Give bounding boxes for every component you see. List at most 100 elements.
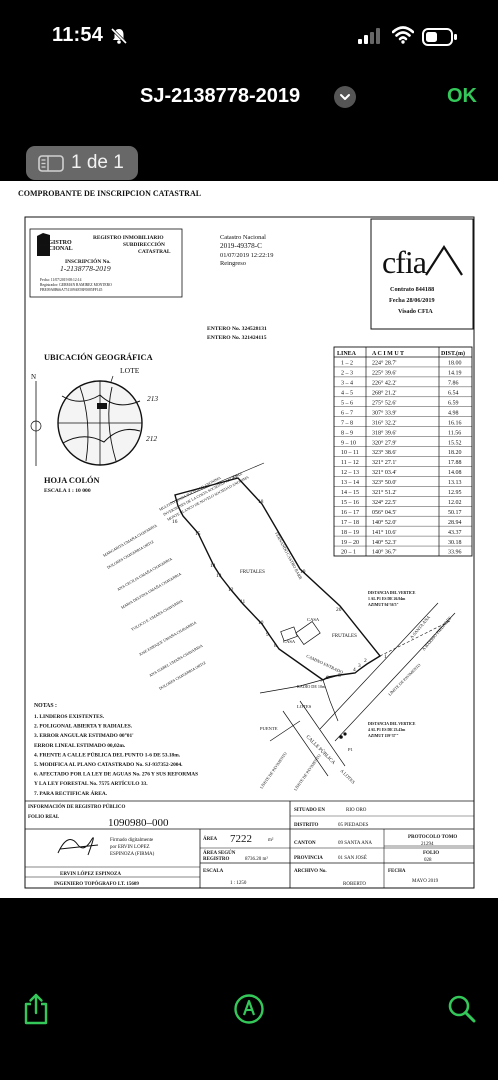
ok-button[interactable]: OK bbox=[447, 85, 477, 107]
canton-value: 09 SANTA ANA bbox=[338, 841, 372, 846]
frutales-label-1: FRUTALES bbox=[240, 570, 265, 575]
radio-label: RADIO DE 10m bbox=[297, 684, 326, 689]
vertex-label: 5 bbox=[338, 673, 341, 679]
table-cell-acimut: 324° 22.5' bbox=[372, 499, 396, 506]
vertex-label: 16 bbox=[172, 519, 178, 525]
table-cell-linea: 2 – 3 bbox=[341, 371, 353, 377]
cfia-logo: cfia bbox=[382, 244, 427, 280]
signature-line-1: Firmado digitalmente bbox=[110, 838, 154, 843]
table-cell-dist: 6.59 bbox=[448, 400, 459, 406]
table-cell-linea: 3 – 4 bbox=[341, 381, 353, 387]
registry-name-2: SUBDIRECCIÓN bbox=[123, 240, 165, 248]
escala-value: 1 : 1250 bbox=[230, 881, 247, 886]
dist-vertice-1-line-3: AZIMUT 94°36'5" bbox=[368, 603, 399, 607]
table-cell-acimut: 268° 21.2' bbox=[372, 390, 396, 397]
area-value: 7222 bbox=[230, 833, 252, 845]
table-cell-dist: 13.13 bbox=[448, 480, 462, 486]
table-cell-linea: 15 – 16 bbox=[341, 500, 359, 506]
entero-line-2: ENTERO No. 321424115 bbox=[207, 335, 267, 341]
area-registro-label-2: REGISTRO bbox=[203, 857, 230, 862]
registry-stamp: REGISTRO NACIONAL REGISTRO INMOBILIARIO … bbox=[29, 228, 183, 298]
note-line: 2. POLIGONAL ABIERTA Y RADIALES. bbox=[34, 724, 133, 730]
vertex-label: 9 bbox=[266, 632, 269, 638]
note-line: 3. ERROR ANGULAR ESTIMADO 00°01' bbox=[34, 732, 134, 739]
lotes-label: LOTES bbox=[297, 704, 312, 709]
note-line: 6. AFECTADO POR LA LEY DE AGUAS No. 276 … bbox=[34, 772, 198, 778]
page-indicator-label: 1 de 1 bbox=[71, 152, 124, 173]
vertex-label: 4 bbox=[353, 667, 356, 673]
archivo-label: ARCHIVO No. bbox=[294, 869, 327, 874]
table-cell-acimut: 140° 52.3' bbox=[372, 539, 396, 546]
cfia-contract: Contrato 844188 bbox=[390, 286, 434, 293]
location-title: UBICACIÓN GEOGRÁFICA bbox=[44, 352, 153, 362]
table-cell-acimut: 225° 39.6' bbox=[372, 370, 396, 377]
document-page: COMPROBANTE DE INSCRIPCION CATASTRAL REG… bbox=[0, 181, 498, 898]
area-registro-value: 8736.20 m² bbox=[245, 856, 268, 862]
distrito-value: 05 PIEDADES bbox=[338, 823, 369, 828]
casa-label-2: CASA bbox=[283, 639, 296, 644]
p1-label: P1 bbox=[348, 747, 354, 752]
lote-label: LOTE bbox=[120, 366, 140, 375]
table-header-linea: LINEA bbox=[337, 351, 357, 357]
table-cell-linea: 12 – 13 bbox=[341, 470, 359, 476]
dist-vertice-2-line-2: 4 AL P1 ES DE 23.43m bbox=[368, 728, 406, 732]
vertex-label: 13 bbox=[216, 573, 222, 579]
table-cell-acimut: 323° 38.6' bbox=[372, 449, 396, 456]
table-cell-acimut: 321° 51.2' bbox=[372, 489, 396, 496]
table-cell-dist: 50.17 bbox=[448, 510, 462, 516]
table-cell-linea: 8 – 9 bbox=[341, 430, 353, 436]
catastro-line-3: 01/07/2019 12:22:19 bbox=[220, 252, 273, 259]
table-cell-linea: 20 – 1 bbox=[341, 550, 356, 556]
folio-value: 028 bbox=[424, 858, 432, 863]
status-time: 11:54 bbox=[52, 24, 104, 46]
area-label: ÁREA bbox=[203, 836, 218, 842]
vertex-label: 2 bbox=[364, 658, 367, 664]
search-icon[interactable] bbox=[447, 994, 477, 1024]
table-cell-linea: 1 – 2 bbox=[341, 361, 353, 367]
registry-name-3: CATASTRAL bbox=[138, 249, 171, 255]
vertex-label: 7 bbox=[320, 678, 323, 684]
entero-line-1: ENTERO No. 324528131 bbox=[207, 326, 267, 332]
registry-logo-text-2: NACIONAL bbox=[40, 246, 73, 252]
note-line: 7. PARA RECTIFICAR ÁREA. bbox=[34, 789, 108, 797]
vertex-label: 8 bbox=[274, 643, 277, 649]
vertex-label: 6 bbox=[326, 675, 329, 681]
frutales-label-2: FRUTALES bbox=[332, 634, 357, 639]
vertex-label: 11 bbox=[240, 599, 245, 605]
fecha-label: FECHA bbox=[388, 869, 406, 874]
table-cell-linea: 14 – 15 bbox=[341, 490, 359, 496]
registro-info-label: INFORMACIÓN DE REGISTRO PÚBLICO bbox=[28, 804, 125, 810]
registry-logo-text-1: REGISTRO bbox=[40, 240, 72, 246]
situado-label: SITUADO EN bbox=[294, 808, 325, 813]
dist-vertice-1-line-1: DISTANCIA DEL VERTICE bbox=[368, 591, 416, 595]
share-icon[interactable] bbox=[22, 992, 50, 1026]
map-number-2: 212 bbox=[146, 434, 157, 443]
distrito-label: DISTRITO bbox=[294, 823, 318, 828]
puente-label: PUENTE bbox=[260, 726, 278, 731]
north-label: N bbox=[31, 373, 36, 381]
status-bar: 11:54 bbox=[0, 0, 498, 75]
note-line: Y LA LEY FORESTAL No. 7575 ARTÍCULO 33. bbox=[34, 779, 148, 787]
vertex-label: 19 bbox=[300, 569, 306, 575]
table-cell-acimut: 226° 42.2' bbox=[372, 380, 396, 387]
folio-real-value: 1090980–000 bbox=[108, 817, 169, 829]
inscription-label: INSCRIPCIÓN No. bbox=[65, 257, 111, 265]
table-cell-acimut: 316° 32.2' bbox=[372, 419, 396, 426]
table-cell-linea: 5 – 6 bbox=[341, 400, 353, 406]
vertex-label: 15 bbox=[195, 531, 201, 537]
table-cell-dist: 28.94 bbox=[448, 520, 462, 526]
title-menu-button[interactable] bbox=[334, 86, 356, 108]
table-cell-dist: 18.00 bbox=[448, 361, 462, 367]
table-cell-acimut: 224° 28.7' bbox=[372, 360, 396, 367]
signature-image bbox=[57, 837, 99, 856]
document-title[interactable]: SJ-2138778-2019 bbox=[140, 85, 301, 107]
vertex-label: 3 bbox=[358, 663, 361, 669]
table-cell-acimut: 321° 03.4' bbox=[372, 469, 396, 476]
provincia-value: 01 SAN JOSÉ bbox=[338, 855, 367, 861]
table-cell-dist: 7.86 bbox=[448, 381, 459, 387]
page-indicator[interactable]: 1 de 1 bbox=[26, 146, 138, 180]
vertex-label: 14 bbox=[210, 563, 216, 569]
markup-icon[interactable] bbox=[233, 993, 265, 1025]
registry-logo-icon bbox=[37, 233, 50, 256]
